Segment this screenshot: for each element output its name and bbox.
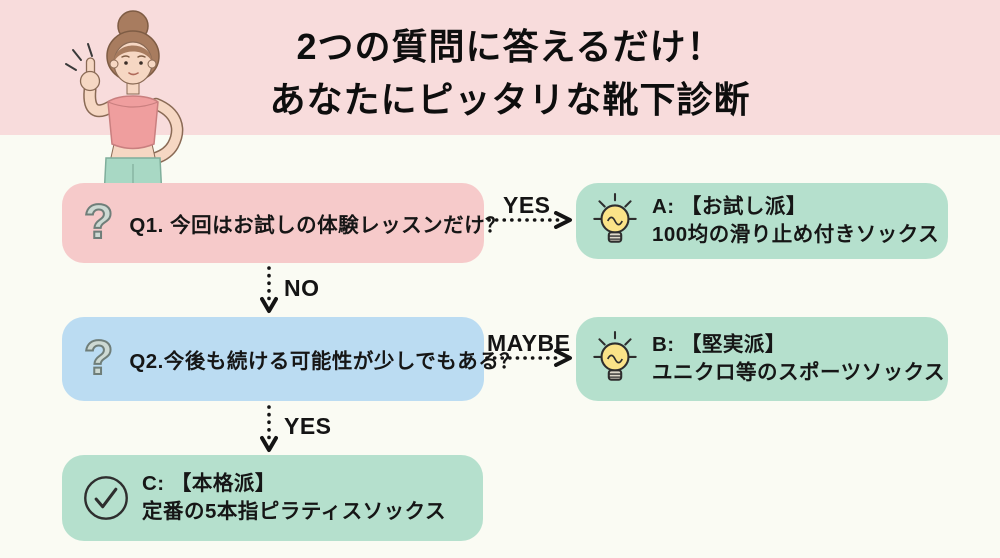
question2-label: Q2.今後も続ける可能性が少しでもある？ [129, 350, 521, 373]
edge-label-yes-q1: YES [503, 192, 551, 218]
question-mark-icon: ? [83, 332, 114, 385]
lightbulb-icon [593, 331, 637, 381]
question2-node: ? Q2.今後も続ける可能性が少しでもある？ [62, 317, 520, 401]
sparkle-lines [65, 43, 93, 71]
arrow-q2-to-b [485, 349, 572, 367]
question1-label: Q1. 今回はお試しの体験レッスンだけ？ [129, 214, 507, 237]
result-b-node: B: 【堅実派】 ユニクロ等のスポーツソックス [576, 317, 948, 401]
result-a-detail: 100均の滑り止め付きソックス [652, 223, 940, 246]
edge-label-maybe: MAYBE [487, 330, 571, 356]
check-circle-icon [84, 476, 128, 520]
result-b-title: B: 【堅実派】 [652, 333, 786, 356]
sports-bra [107, 95, 159, 150]
arrow-q1-to-a [487, 211, 572, 229]
question-mark-icon: ? [83, 196, 114, 249]
page-title-line2: あなたにピッタリな靴下診断 [269, 79, 751, 120]
result-a-node: A: 【お試し派】 100均の滑り止め付きソックス [576, 183, 948, 259]
result-c-title: C: 【本格派】 [142, 472, 276, 495]
edge-label-yes-q2: YES [284, 413, 332, 439]
edge-label-no: NO [284, 275, 320, 301]
result-c-node: C: 【本格派】 定番の5本指ピラティスソックス [62, 455, 483, 541]
page-title: 2つの質問に答えるだけ！ あなたにピッタリな靴下診断 [225, 20, 795, 126]
lightbulb-icon [593, 193, 637, 243]
arrow-q1-to-q2 [260, 266, 278, 313]
arrow-q2-to-c [260, 405, 278, 452]
page-title-line1: 2つの質問に答えるだけ！ [296, 26, 724, 67]
result-a-title: A: 【お試し派】 [652, 195, 807, 218]
result-c-detail: 定番の5本指ピラティスソックス [142, 500, 447, 523]
result-b-detail: ユニクロ等のスポーツソックス [652, 361, 945, 384]
question1-node: ? Q1. 今回はお試しの体験レッスンだけ？ [62, 183, 506, 263]
